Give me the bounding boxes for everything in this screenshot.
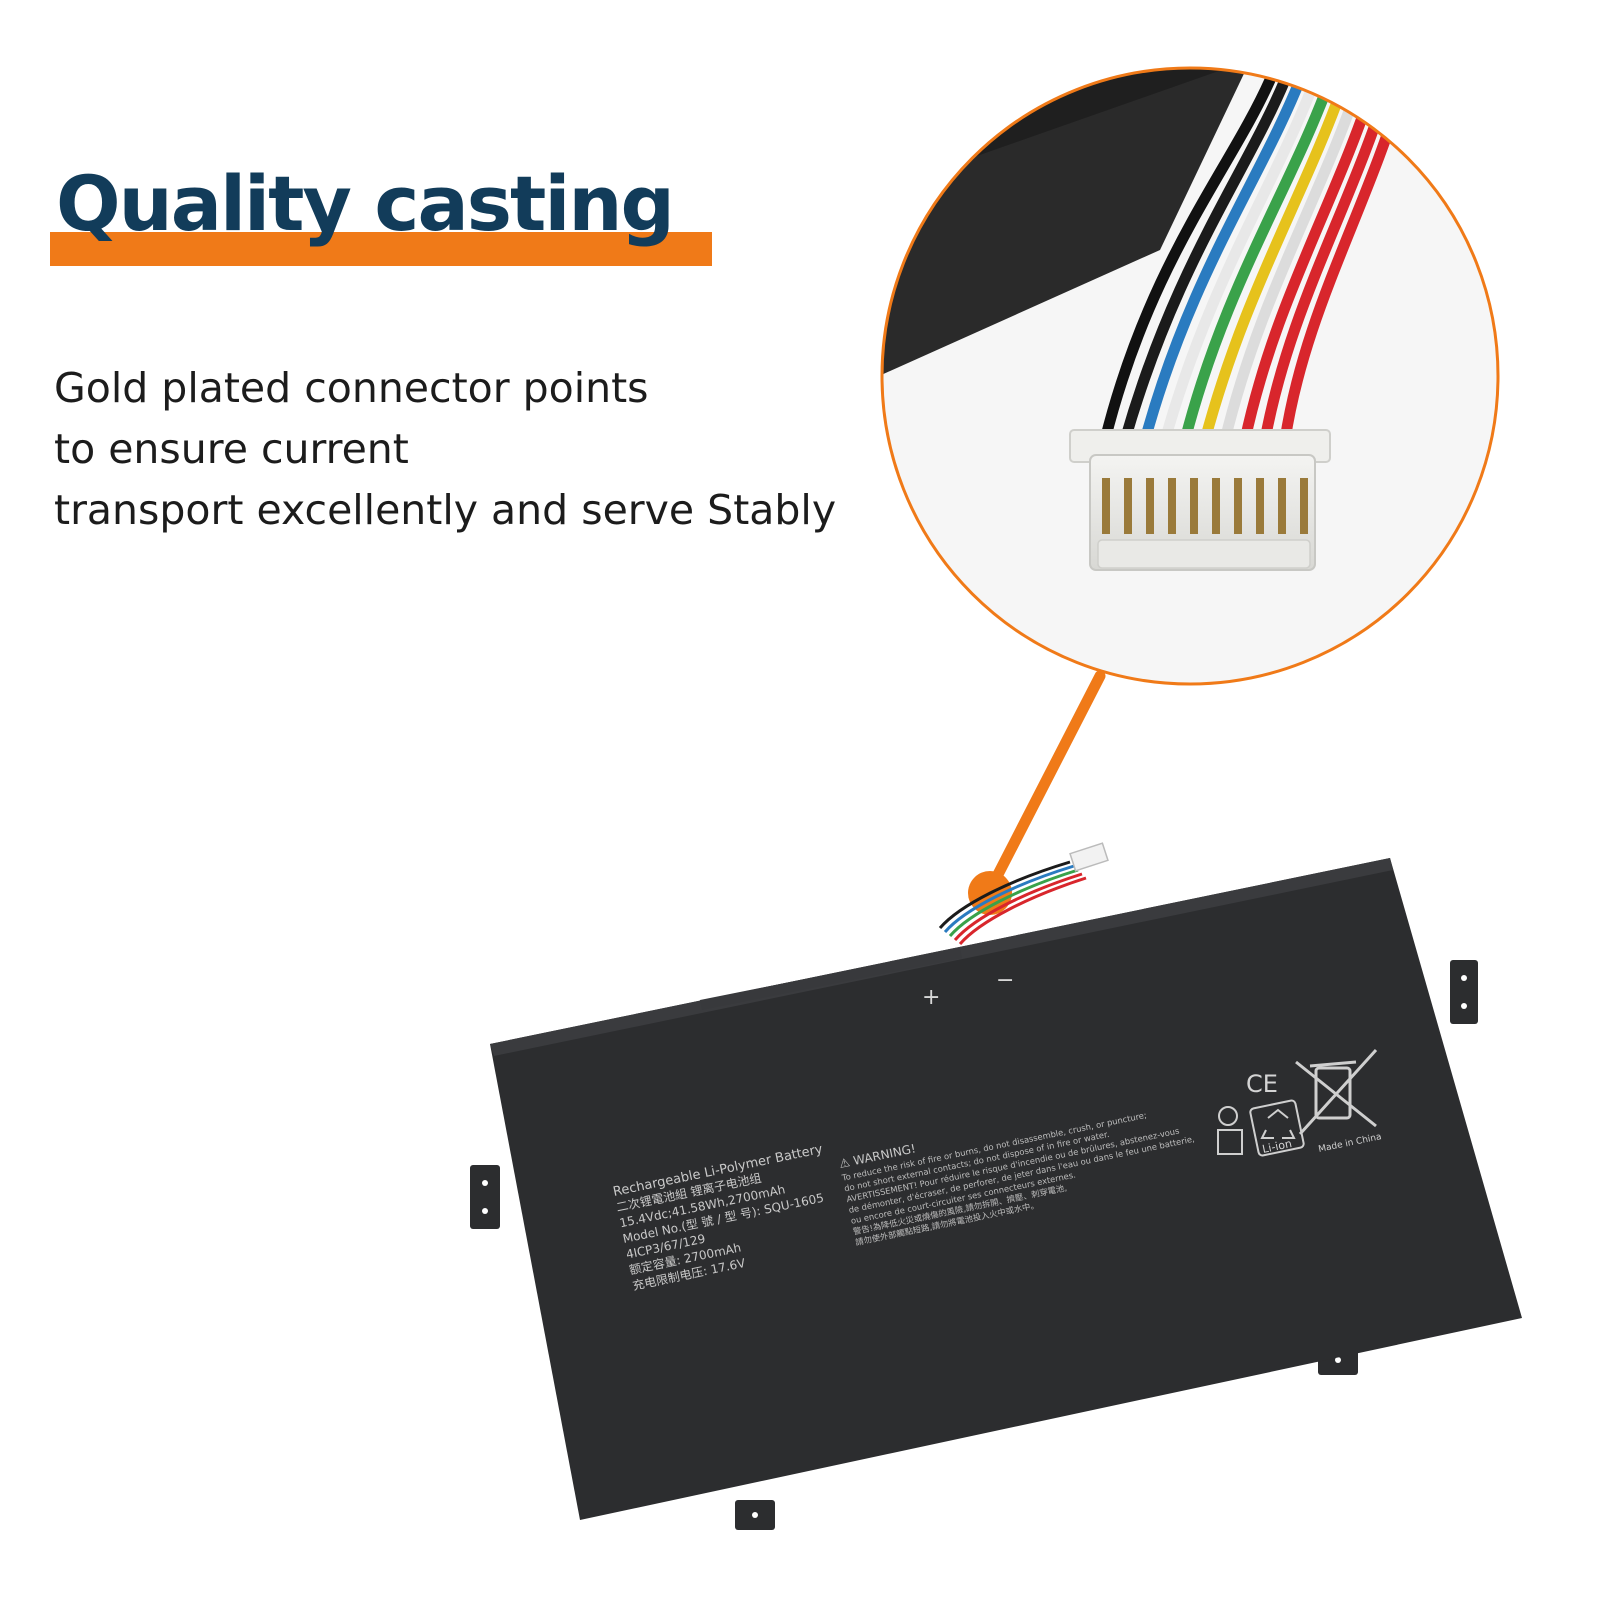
- connector-housing: [1069, 429, 1331, 571]
- heading-block: Quality casting: [50, 148, 712, 270]
- description-line-2: to ensure current: [54, 425, 409, 473]
- minus-sign: −: [996, 968, 1014, 993]
- description-line-3: transport excellently and serve Stably: [54, 486, 837, 534]
- recycle-code-icon: [1217, 1129, 1243, 1155]
- page-title: Quality casting: [56, 159, 675, 248]
- plus-sign: +: [922, 985, 940, 1010]
- heading-underline-bar: [50, 232, 712, 266]
- wire-bundle: [1099, 74, 1411, 446]
- feature-description: Gold plated connector points to ensure c…: [54, 358, 914, 541]
- weee-bin-icon: [1295, 1048, 1378, 1136]
- connector-zoom-view: [880, 66, 1500, 686]
- recycle-5-icon: [1218, 1106, 1238, 1126]
- battery-body: [490, 858, 1522, 1520]
- battery-pack: + − Rechargeable Li-Polymer Battery 二次锂電…: [470, 842, 1522, 1530]
- li-ion-recycle-icon: Li-ion: [1249, 1099, 1305, 1157]
- callout-line: [984, 670, 1106, 896]
- li-ion-label: Li-ion: [1261, 1137, 1293, 1156]
- description-line-1: Gold plated connector points: [54, 364, 649, 412]
- ce-mark-icon: CE: [1246, 1070, 1278, 1098]
